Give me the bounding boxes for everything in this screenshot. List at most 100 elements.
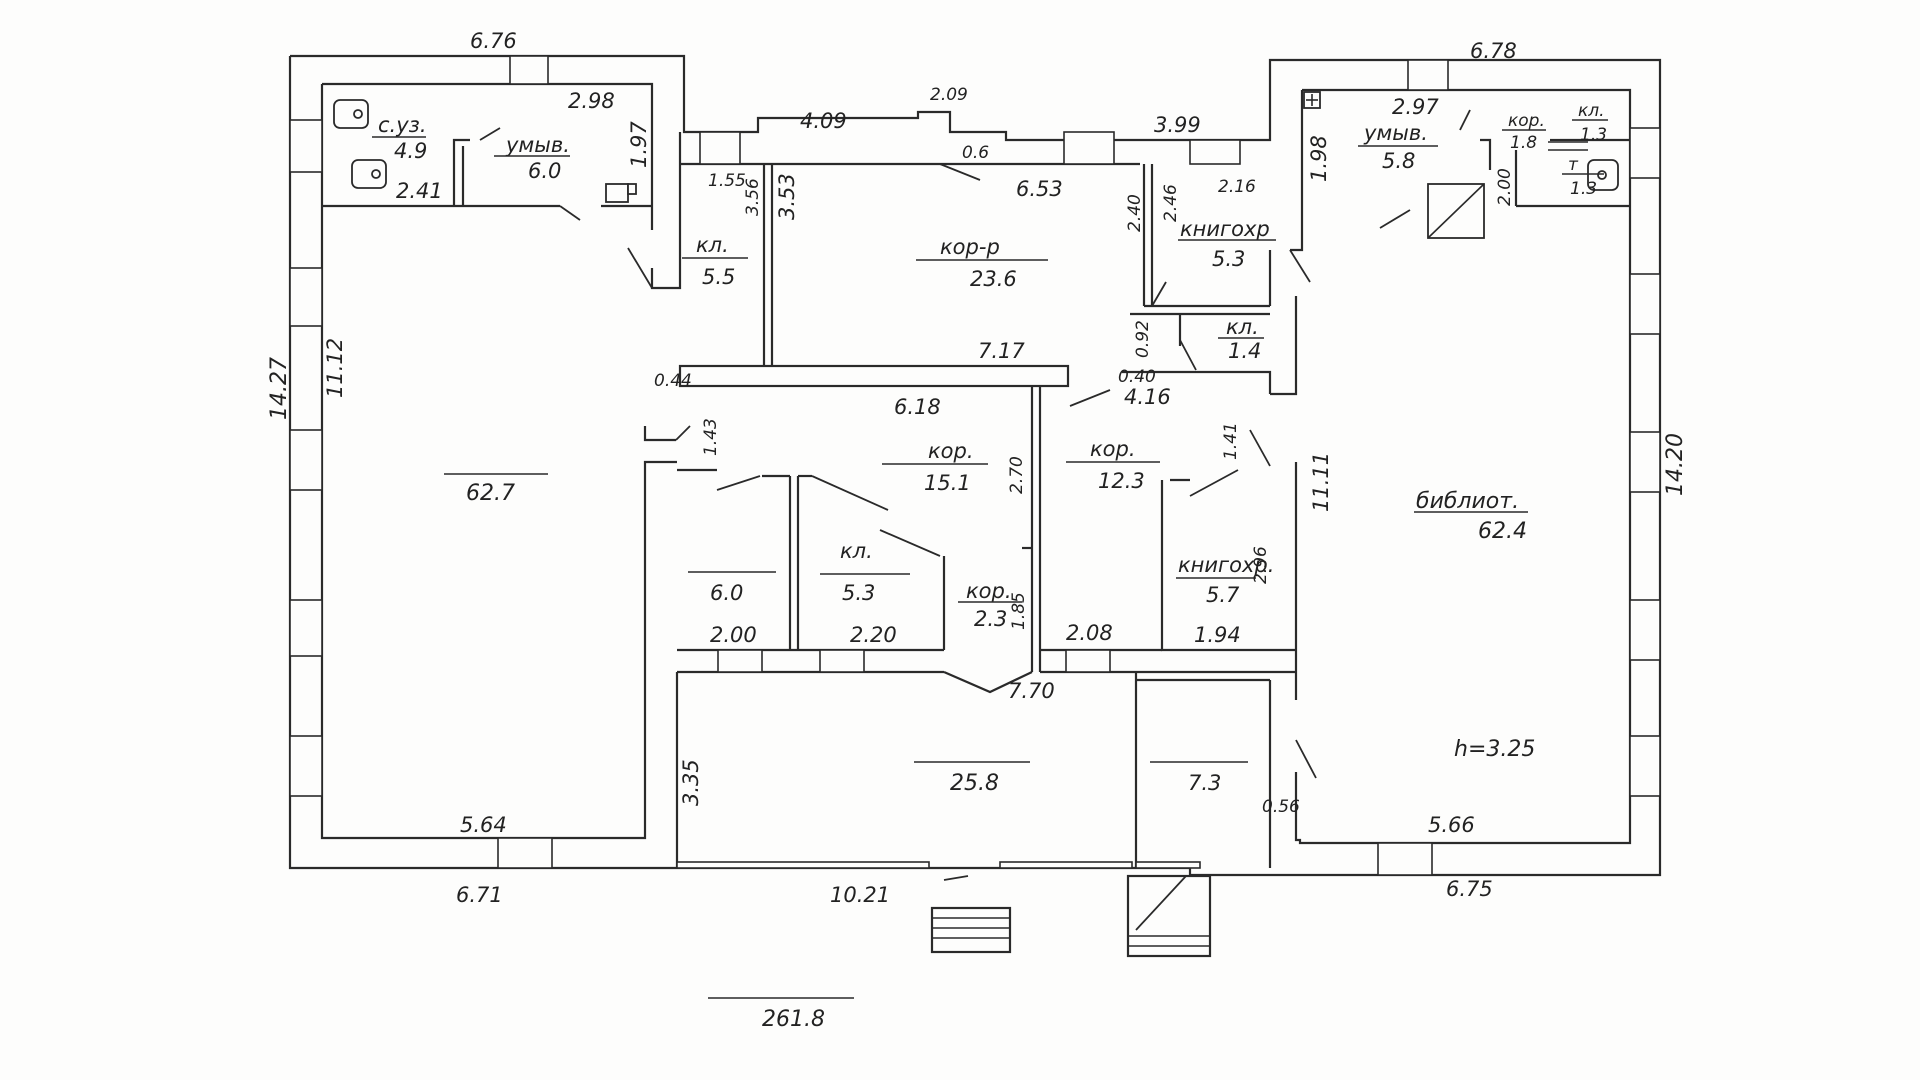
dimension-label: 2.00 bbox=[1495, 168, 1515, 206]
room-label-corridor-tiny: кор. 1.8 bbox=[1502, 111, 1546, 153]
room-area: 5.3 bbox=[1212, 247, 1245, 271]
room-label-toilet-left: с.уз. 4.9 bbox=[372, 113, 427, 163]
dimension-label: 2.98 bbox=[568, 89, 615, 113]
dimension-label: 5.66 bbox=[1428, 813, 1475, 837]
dimension-label: 7.70 bbox=[1008, 679, 1055, 703]
dimension-label: 2.16 bbox=[1218, 177, 1256, 197]
room-area: 6.0 bbox=[710, 581, 743, 605]
room-area: 62.7 bbox=[466, 481, 515, 506]
dimension-label: 0.6 bbox=[962, 143, 989, 163]
room-area: 5.5 bbox=[702, 265, 735, 289]
room-area: 7.3 bbox=[1188, 771, 1221, 795]
total-area: 261.8 bbox=[708, 997, 854, 1032]
total-area-value: 261.8 bbox=[762, 1007, 825, 1032]
dimension-label: 7.17 bbox=[978, 339, 1025, 363]
room-name: библиот. bbox=[1416, 489, 1519, 514]
dimension-label: 4.16 bbox=[1124, 385, 1171, 409]
room-label-corridor-mid-right: кор. 12.3 bbox=[1066, 437, 1160, 493]
room-name: кл. bbox=[1226, 315, 1259, 339]
room-label-corridor-top: кор-р 23.6 bbox=[916, 235, 1048, 291]
room-area: 62.4 bbox=[1478, 519, 1527, 544]
room-area: 15.1 bbox=[924, 471, 971, 495]
dimension-label: 3.35 bbox=[679, 759, 703, 806]
dimension-label: 1.43 bbox=[701, 418, 721, 456]
room-labels: с.уз. 4.9 умыв. 6.0 62.7 кл. 5.5 кор-р 2… bbox=[372, 101, 1608, 796]
dimension-label: 0.92 bbox=[1133, 320, 1153, 358]
doors bbox=[479, 109, 1471, 931]
room-name: кл. bbox=[696, 233, 729, 257]
dimension-label: 2.70 bbox=[1007, 456, 1027, 494]
room-label-library: библиот. 62.4 bbox=[1414, 489, 1528, 544]
dimension-label: 1.55 bbox=[708, 171, 746, 191]
dimension-label: 6.75 bbox=[1446, 877, 1493, 901]
dimension-label: 1.85 bbox=[1009, 592, 1029, 630]
dimension-label: 6.76 bbox=[470, 29, 517, 53]
room-name: умыв. bbox=[1363, 121, 1428, 145]
toilet-icon bbox=[351, 159, 387, 189]
dimension-label: 0.56 bbox=[1262, 797, 1300, 817]
dimension-label: 2.20 bbox=[850, 623, 897, 647]
room-label-book-storage-top: книгохр 5.3 bbox=[1178, 217, 1276, 271]
room-label-storage-a: кл. 5.5 bbox=[682, 233, 748, 289]
dimension-label: 5.64 bbox=[460, 813, 507, 837]
room-label-room-small: 6.0 bbox=[688, 571, 776, 605]
dimension-label: 2.08 bbox=[1066, 621, 1113, 645]
stairs bbox=[930, 874, 1212, 958]
room-area: 1.4 bbox=[1228, 339, 1261, 363]
dimension-label: 3.56 bbox=[743, 178, 763, 216]
room-name: кор. bbox=[1090, 437, 1136, 461]
room-name: кор. bbox=[1508, 111, 1545, 131]
dimension-label: 0.40 bbox=[1118, 367, 1156, 387]
room-name: кор. bbox=[966, 579, 1012, 603]
room-label-storage-d: кл. 1.3 bbox=[1572, 101, 1608, 145]
dimension-label: 14.27 bbox=[267, 357, 292, 420]
room-area: 2.3 bbox=[974, 607, 1007, 631]
dimension-label: 6.18 bbox=[894, 395, 941, 419]
room-name: кор-р bbox=[940, 235, 1000, 259]
room-area: 5.7 bbox=[1206, 583, 1240, 607]
room-label-washroom-left: умыв. 6.0 bbox=[494, 133, 570, 183]
room-label-storage-c: кл. 5.3 bbox=[820, 539, 910, 605]
dimension-label: 2.40 bbox=[1125, 194, 1145, 232]
dimension-label: 10.21 bbox=[830, 883, 890, 907]
room-name: т bbox=[1568, 155, 1579, 175]
dimension-label: 6.53 bbox=[1016, 177, 1063, 201]
room-label-corridor-small: кор. 2.3 bbox=[958, 579, 1022, 631]
room-area: 25.8 bbox=[950, 771, 999, 796]
dimension-label: 2.96 bbox=[1251, 546, 1271, 584]
dimension-label: 2.41 bbox=[396, 179, 443, 203]
room-label-toilet-right: т 1.3 bbox=[1562, 155, 1604, 199]
dimension-label: 11.12 bbox=[323, 338, 347, 398]
room-name: кор. bbox=[928, 439, 974, 463]
dimension-label: 4.09 bbox=[800, 109, 847, 133]
dimension-label: 14.20 bbox=[1663, 433, 1688, 496]
room-area: 12.3 bbox=[1098, 469, 1145, 493]
room-area: 5.8 bbox=[1382, 149, 1415, 173]
dimension-label: 1.41 bbox=[1221, 422, 1241, 460]
room-area: 1.8 bbox=[1510, 133, 1537, 153]
dimension-label: 2.97 bbox=[1392, 95, 1439, 119]
room-name: кл. bbox=[1578, 101, 1605, 121]
dimension-label: 3.99 bbox=[1154, 113, 1201, 137]
toilet-icon bbox=[1587, 159, 1619, 191]
ceiling-height-label: h=3.25 bbox=[1454, 737, 1535, 762]
room-area: 5.3 bbox=[842, 581, 875, 605]
dimension-label: 0.44 bbox=[654, 371, 692, 391]
room-name: с.уз. bbox=[378, 113, 427, 137]
room-label-side-room: 7.3 bbox=[1150, 761, 1248, 795]
shower-icon bbox=[1427, 183, 1485, 239]
windows bbox=[289, 55, 1661, 876]
sink-icon bbox=[605, 183, 637, 203]
dimension-label: 2.46 bbox=[1161, 184, 1181, 222]
dimension-label: 11.11 bbox=[1309, 452, 1333, 512]
dimension-label: 2.09 bbox=[930, 85, 968, 105]
room-name: книгохр bbox=[1180, 217, 1270, 241]
room-label-big-hall-left: 62.7 bbox=[444, 473, 548, 506]
room-name: книгохр. bbox=[1178, 553, 1274, 577]
room-label-storage-b: кл. 1.4 bbox=[1218, 315, 1264, 363]
dimension-label: 6.71 bbox=[456, 883, 503, 907]
room-area: 4.9 bbox=[394, 139, 427, 163]
dimension-label: 1.94 bbox=[1194, 623, 1241, 647]
dimension-label: 3.53 bbox=[775, 173, 799, 220]
